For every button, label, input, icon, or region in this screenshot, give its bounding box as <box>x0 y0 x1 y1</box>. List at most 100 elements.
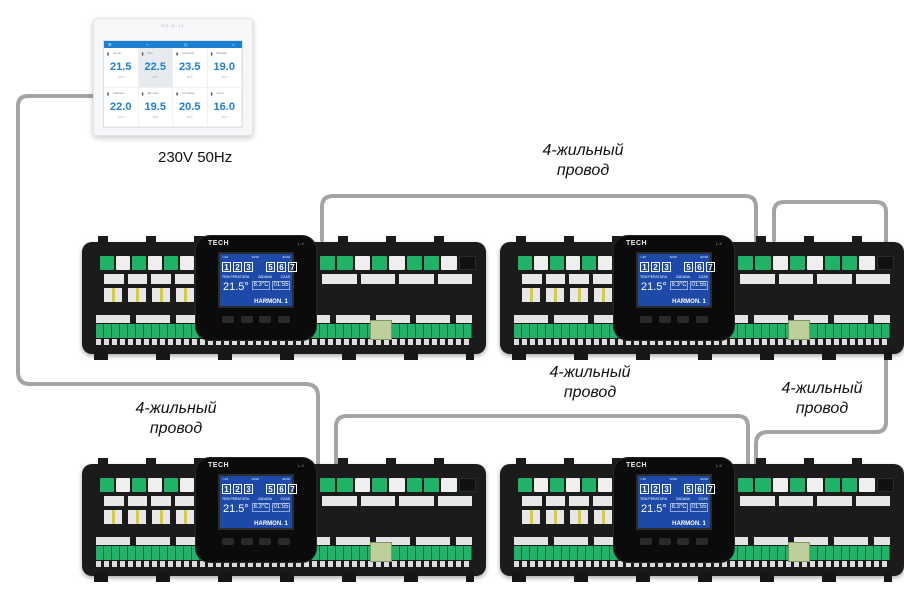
clock-readout: 01:55 <box>272 503 290 512</box>
wifi-icon: ◔ <box>146 42 149 47</box>
terminal-block <box>320 256 476 270</box>
lcd-screen: ≈ 23 13:00 02:02 1 2 3 5 6 7 TEM PERATUR… <box>636 252 715 308</box>
fuse-row <box>104 288 194 302</box>
controller-buttons <box>640 538 708 546</box>
clock-readout: 01:55 <box>690 503 708 512</box>
mode-readout: HARMON. 1 <box>672 521 706 527</box>
controller-display-unit: TECH L-X ≈ 23 13:00 02:02 1 2 3 5 6 7 TE… <box>614 458 734 562</box>
zone-tile[interactable]: ▮ Детская 19.5 19.5 <box>138 87 173 127</box>
mode-readout: HARMON. 1 <box>254 299 288 305</box>
controller-display-unit: TECH L-X ≈ 23 13:00 02:02 1 2 3 5 6 7 TE… <box>196 458 316 562</box>
zone-temperature: 22.5 <box>144 61 166 73</box>
zone-tile[interactable]: ▮ Ванная 19.0 19.0 <box>207 48 242 88</box>
fuse-row <box>522 510 612 524</box>
zone-indicators: 1 2 3 5 6 7 <box>640 484 715 494</box>
wire-label: 4-жильный провод <box>549 364 631 401</box>
zone-temperature: 22.0 <box>110 100 132 113</box>
wiring-controller: TECH L-X ≈ 23 13:00 02:02 1 2 3 5 6 7 TE… <box>82 458 486 582</box>
zone-temperature: 21.5 <box>110 61 132 73</box>
terminal-block <box>518 256 612 270</box>
terminal-block <box>738 478 894 492</box>
button-1[interactable] <box>640 316 652 323</box>
wire-label: 4-жильный провод <box>781 380 863 417</box>
thermo-icon: ▮ <box>107 90 110 96</box>
button-2[interactable] <box>240 316 253 323</box>
button-4[interactable] <box>695 538 708 545</box>
button-4[interactable] <box>695 316 708 323</box>
zone-tile[interactable]: ▮ Спальня 23.5 23.5 <box>173 48 208 88</box>
zone-tiles: ▮ Кухня 21.5 21.5 ▮ Зал 22.5 22.5 ▮ Спал… <box>104 48 242 127</box>
button-1[interactable] <box>640 538 652 545</box>
wire-controller-1-to-controller-2 <box>320 194 758 242</box>
button-3[interactable] <box>259 538 272 545</box>
terminal-block <box>320 478 476 492</box>
panel-top-bar: ☰ ◔ ◷ ⌂ <box>104 41 242 48</box>
thermo-icon: ▮ <box>176 90 179 96</box>
room-temperature: 21.5° <box>641 281 667 293</box>
zone-temperature: 20.5 <box>179 100 201 113</box>
relay-module <box>788 320 810 340</box>
clock-icon: ◷ <box>184 42 188 47</box>
controller-display-unit: TECH L-X ≈ 23 13:00 02:02 1 2 3 5 6 7 TE… <box>196 236 316 340</box>
set-temperature: 8.3°C <box>252 281 270 290</box>
brand-logo: TECH <box>208 240 230 247</box>
menu-icon: ☰ <box>108 42 112 47</box>
terminal-block <box>738 256 894 270</box>
thermo-icon: ▮ <box>107 51 110 56</box>
room-temperature: 21.5° <box>223 503 249 515</box>
controller-display-unit: TECH L-X ≈ 23 13:00 02:02 1 2 3 5 6 7 TE… <box>614 236 734 340</box>
wiring-controller: TECH L-X ≈ 23 13:00 02:02 1 2 3 5 6 7 TE… <box>82 236 486 360</box>
zone-indicators: 1 2 3 5 6 7 <box>640 262 715 272</box>
lcd-screen: ≈ 23 13:00 02:02 1 2 3 5 6 7 TEM PERATUR… <box>636 474 715 530</box>
zone-temperature: 19.5 <box>144 100 166 113</box>
mode-readout: HARMON. 1 <box>254 521 288 527</box>
set-temperature: 8.3°C <box>670 281 688 290</box>
brand-logo: TECH <box>626 462 648 469</box>
controller-buttons <box>222 316 290 324</box>
mode-readout: HARMON. 1 <box>672 299 706 305</box>
wire-label: 4-жильный провод <box>135 400 217 437</box>
button-4[interactable] <box>277 316 290 323</box>
button-3[interactable] <box>259 316 272 323</box>
zone-temperature: 19.0 <box>213 61 235 73</box>
fuse-row <box>104 510 194 524</box>
button-2[interactable] <box>658 538 671 545</box>
zone-tile[interactable]: ▮ Холл 16.0 16.0 <box>207 87 242 127</box>
terminal-block <box>100 478 194 492</box>
clock-readout: 01:55 <box>272 281 290 290</box>
wire-label: 4-жильный провод <box>542 142 624 179</box>
zone-temperature: 16.0 <box>213 100 235 113</box>
zone-tile[interactable]: ▮ Кухня 21.5 21.5 <box>104 48 139 88</box>
terminal-block <box>100 256 194 270</box>
zone-tile[interactable]: ▮ Гостиная 20.5 20.5 <box>173 87 208 127</box>
wire-controller-3-to-controller-4 <box>334 414 750 467</box>
lcd-screen: ≈ 23 13:00 02:02 1 2 3 5 6 7 TEM PERATUR… <box>218 474 297 530</box>
zone-temperature: 23.5 <box>179 61 201 73</box>
brand-logo: TECH <box>626 240 648 247</box>
zone-tile[interactable]: ▮ Кабинет 22.0 22.0 <box>104 87 139 127</box>
thermo-icon: ▮ <box>210 90 213 96</box>
brand-logo: TECH <box>208 462 230 469</box>
fuse-row <box>522 288 612 302</box>
controller-buttons <box>222 538 290 546</box>
clock-readout: 01:55 <box>690 281 708 290</box>
thermo-icon: ▮ <box>210 51 213 56</box>
button-4[interactable] <box>277 538 290 545</box>
button-1[interactable] <box>222 316 234 323</box>
button-3[interactable] <box>677 316 690 323</box>
thermo-icon: ▮ <box>141 51 144 56</box>
button-2[interactable] <box>240 538 253 545</box>
button-1[interactable] <box>222 538 234 545</box>
button-2[interactable] <box>658 316 671 323</box>
button-3[interactable] <box>677 538 690 545</box>
wiring-controller: TECH L-X ≈ 23 13:00 02:02 1 2 3 5 6 7 TE… <box>500 458 904 582</box>
home-icon: ⌂ <box>232 42 235 47</box>
wiring-controller: TECH L-X ≈ 23 13:00 02:02 1 2 3 5 6 7 TE… <box>500 236 904 360</box>
set-temperature: 8.3°C <box>670 503 688 512</box>
zone-indicators: 1 2 3 5 6 7 <box>222 262 297 272</box>
room-temperature: 21.5° <box>641 503 667 515</box>
zone-tile[interactable]: ▮ Зал 22.5 22.5 <box>138 48 173 88</box>
room-temperature: 21.5° <box>223 281 249 293</box>
relay-module <box>370 320 392 340</box>
terminal-block <box>518 478 612 492</box>
